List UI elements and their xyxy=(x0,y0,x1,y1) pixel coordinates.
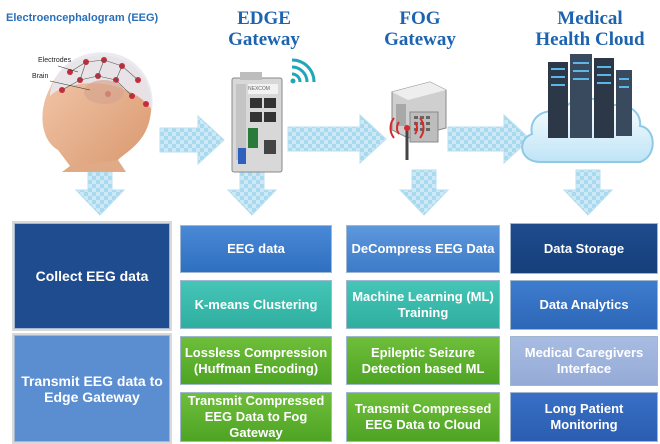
step-transmit-to-fog: Transmit Compressed EEG Data to Fog Gate… xyxy=(178,390,334,444)
antenna-tower-icon xyxy=(389,117,425,160)
edge-title-line2: Gateway xyxy=(228,29,300,50)
fog-title-line2: Gateway xyxy=(384,29,456,50)
cloud-title-line2: Health Cloud xyxy=(535,29,645,50)
step-transmit-to-cloud: Transmit Compressed EEG Data to Cloud xyxy=(344,390,502,444)
cloud-title-line1: Medical xyxy=(557,8,623,29)
arrow-down-fog xyxy=(398,169,450,216)
brain-label: Brain xyxy=(32,73,49,80)
fog-gateway-title: FOG Gateway xyxy=(366,8,474,50)
fog-server-icon xyxy=(391,81,447,143)
step-collect-eeg: Collect EEG data xyxy=(12,221,172,331)
arrow-edge-to-fog xyxy=(287,113,387,165)
step-data-analytics: Data Analytics xyxy=(508,278,660,332)
electrodes-label: Electrodes xyxy=(38,57,72,64)
device-brand-label: NEXCOM xyxy=(248,86,270,92)
step-transmit-to-edge: Transmit EEG data to Edge Gateway xyxy=(12,333,172,444)
head-with-eeg-cap-icon xyxy=(42,52,153,172)
fog-title-line1: FOG xyxy=(399,8,441,29)
step-lossless-compression: Lossless Compression (Huffman Encoding) xyxy=(178,334,334,387)
step-decompress-eeg: DeCompress EEG Data xyxy=(344,223,502,275)
eeg-title: Electroencephalogram (EEG) xyxy=(6,12,159,24)
step-seizure-detection: Epileptic Seizure Detection based ML xyxy=(344,334,502,387)
edge-title-line1: EDGE xyxy=(237,8,291,29)
cloud-servers-icon xyxy=(521,54,654,163)
step-eeg-data: EEG data xyxy=(178,223,334,275)
edge-gateway-device-icon xyxy=(231,72,283,173)
step-ml-training: Machine Learning (ML) Training xyxy=(344,278,502,331)
edge-gateway-title: EDGE Gateway xyxy=(210,8,318,50)
arrow-eeg-to-edge xyxy=(159,114,225,166)
arrow-fog-to-cloud xyxy=(447,113,531,165)
step-kmeans-clustering: K-means Clustering xyxy=(178,278,334,331)
arrow-down-eeg xyxy=(74,171,126,216)
arrow-down-edge xyxy=(226,169,278,216)
cloud-title: Medical Health Cloud xyxy=(522,8,658,50)
arrow-down-cloud xyxy=(562,169,614,216)
step-caregivers-interface: Medical Caregivers Interface xyxy=(508,334,660,388)
wifi-signal-icon xyxy=(290,58,316,84)
step-data-storage: Data Storage xyxy=(508,221,660,276)
step-long-patient-monitoring: Long Patient Monitoring xyxy=(508,390,660,444)
